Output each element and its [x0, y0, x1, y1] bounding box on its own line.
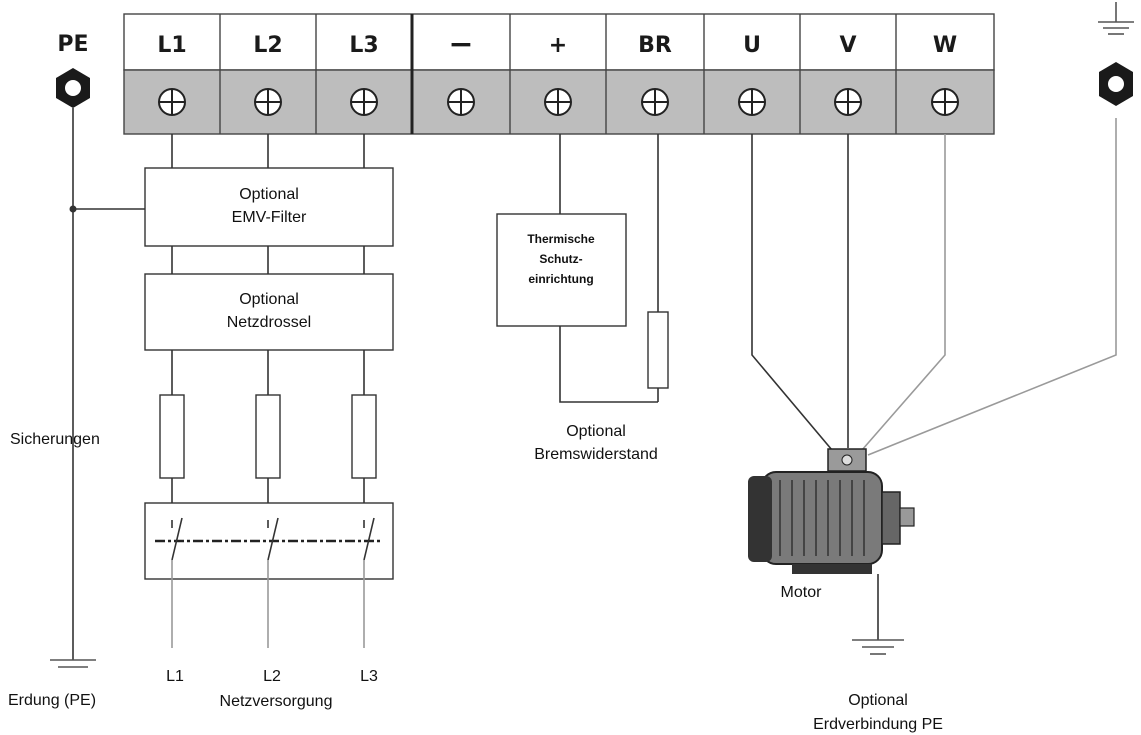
- screw-icon: [641, 88, 669, 116]
- motor-pe-nut-icon: [1099, 62, 1133, 106]
- emv-filter-box: [144, 167, 394, 247]
- motor-label: Motor: [781, 584, 823, 601]
- emv-filter-line1: Optional: [239, 186, 299, 203]
- terminal-label-l3: L3: [349, 33, 378, 58]
- ground-label: Erdung (PE): [8, 692, 96, 709]
- ground-symbol-icon: [50, 659, 96, 668]
- thermal-line2: Schutz-: [539, 252, 582, 266]
- motor-ground-symbol-icon: [852, 639, 904, 655]
- screw-icon: [834, 88, 862, 116]
- terminal-label-l2: L2: [253, 33, 282, 58]
- brake-resistor-icon: [647, 311, 669, 389]
- fuses: [159, 394, 377, 479]
- supply-wires: [171, 560, 365, 648]
- fuse-icon: [351, 394, 377, 479]
- thermal-line1: Thermische: [527, 232, 595, 246]
- earth-symbol-icon: [1098, 2, 1134, 35]
- terminal-label-plus: +: [549, 33, 567, 58]
- terminal-label-minus: −: [448, 27, 473, 62]
- netzdrossel-box: [144, 273, 394, 351]
- brake-line2: Bremswiderstand: [534, 446, 658, 463]
- fuse-icon: [255, 394, 281, 479]
- fuses-label: Sicherungen: [10, 431, 100, 448]
- supply-label: Netzversorgung: [220, 693, 333, 710]
- terminal-label-l1: L1: [157, 33, 186, 58]
- screw-icon: [447, 88, 475, 116]
- supply-label-l2: L2: [263, 668, 281, 685]
- pe-nut-icon: [56, 68, 90, 108]
- screw-icon: [931, 88, 959, 116]
- screw-icon: [738, 88, 766, 116]
- screw-icon: [158, 88, 186, 116]
- terminal-label-pe: PE: [57, 32, 88, 57]
- terminal-label-u: U: [743, 33, 761, 58]
- screw-icon: [350, 88, 378, 116]
- motor-wiring: [751, 118, 1117, 456]
- netzdrossel-line1: Optional: [239, 291, 299, 308]
- screw-icon: [254, 88, 282, 116]
- terminal-label-w: W: [933, 33, 957, 58]
- netzdrossel-line2: Netzdrossel: [227, 314, 311, 331]
- terminal-block: [123, 13, 995, 135]
- brake-line1: Optional: [566, 423, 626, 440]
- emv-filter-line2: EMV-Filter: [232, 209, 307, 226]
- thermal-protection-box: [496, 213, 627, 327]
- terminal-label-br: BR: [638, 33, 672, 58]
- motor-ground-line1: Optional: [848, 692, 908, 709]
- motor-ground-line2: Erdverbindung PE: [813, 716, 943, 733]
- supply-label-l3: L3: [360, 668, 378, 685]
- switch-contacts: [171, 517, 375, 561]
- supply-label-l1: L1: [166, 668, 184, 685]
- fuse-icon: [159, 394, 185, 479]
- terminal-label-v: V: [839, 33, 856, 58]
- terminal-screws: [158, 88, 959, 116]
- thermal-line3: einrichtung: [528, 272, 593, 286]
- screw-icon: [544, 88, 572, 116]
- motor-icon: [748, 448, 915, 574]
